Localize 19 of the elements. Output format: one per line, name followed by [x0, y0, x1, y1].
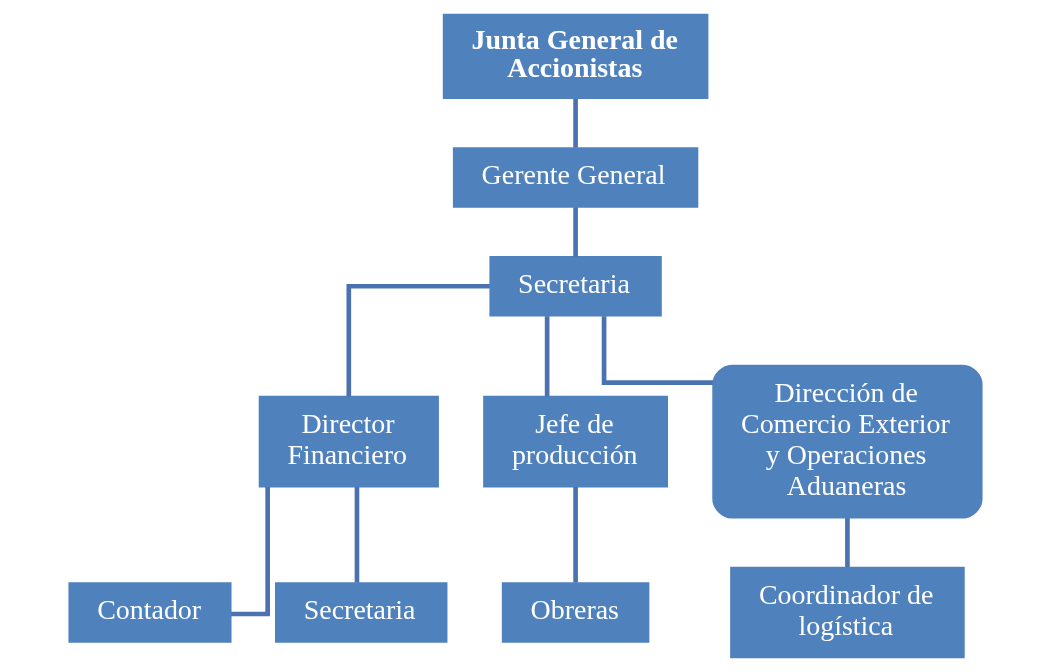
node-box: Coordinador de logística: [730, 566, 965, 659]
node-box: Obreras: [501, 582, 650, 643]
connector: [573, 98, 578, 148]
node-box: Contador: [68, 582, 232, 643]
connector: [601, 316, 713, 385]
connector: [573, 486, 578, 583]
node-box: Junta General de Accionistas: [442, 13, 709, 100]
node-box: Dirección de Comercio Exterior y Operaciones Aduaneras: [712, 364, 983, 519]
connector: [845, 518, 850, 567]
node-box: Jefe de producción: [483, 395, 668, 488]
connector: [544, 316, 550, 397]
connector: [573, 207, 578, 257]
node-box: Secretaria: [489, 256, 662, 317]
connector: [346, 283, 490, 397]
connector: [354, 486, 360, 583]
node-box: Secretaria: [275, 582, 448, 643]
connector: [231, 486, 270, 617]
node-box: Director Financiero: [258, 395, 439, 488]
node-box: Gerente General: [452, 147, 699, 208]
